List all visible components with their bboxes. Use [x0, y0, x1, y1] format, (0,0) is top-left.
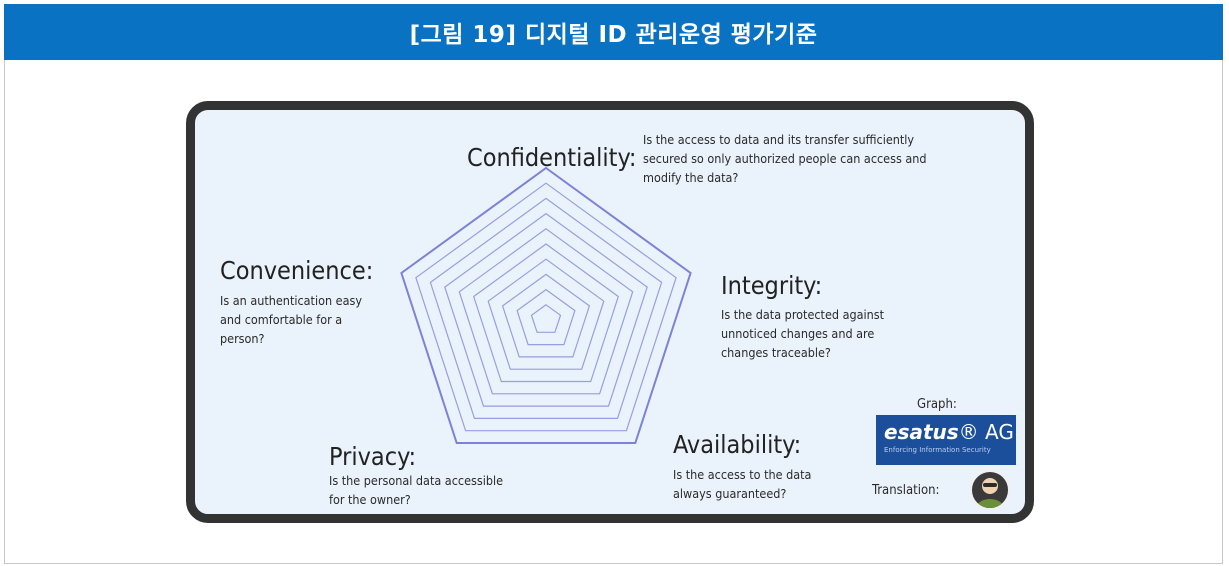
convenience-line-3: person? [220, 331, 265, 346]
integrity-description: Is the data protected against unnoticed … [721, 305, 941, 362]
convenience-heading: Convenience: [220, 256, 374, 285]
confidentiality-description: Is the access to data and its transfer s… [643, 130, 1023, 187]
integrity-line-1: Is the data protected against [721, 307, 885, 322]
privacy-heading: Privacy: [329, 442, 417, 471]
privacy-description: Is the personal data accessible for the … [329, 471, 569, 509]
radar-ring [516, 288, 576, 346]
integrity-line-2: unnoticed changes and are [721, 326, 875, 341]
esatus-logo: esatus® AG Enforcing Information Securit… [876, 415, 1016, 465]
availability-description: Is the access to the data always guarant… [673, 465, 873, 503]
confidentiality-heading: Confidentiality: [467, 143, 637, 172]
convenience-line-2: and comfortable for a [220, 312, 343, 327]
confidentiality-line-1: Is the access to data and its transfer s… [643, 132, 915, 147]
figure-caption-bar: [그림 19] 디지털 ID 관리운영 평가기준 [4, 4, 1223, 60]
person-icon [976, 478, 1004, 508]
convenience-line-1: Is an authentication easy [220, 293, 362, 308]
translator-avatar [970, 470, 1010, 510]
evaluation-criteria-diagram: Confidentiality: Is the access to data a… [186, 101, 1034, 523]
convenience-description: Is an authentication easy and comfortabl… [220, 291, 410, 348]
figure-caption: [그림 19] 디지털 ID 관리운영 평가기준 [409, 22, 818, 48]
radar-ring [415, 182, 677, 432]
logo-tagline: Enforcing Information Security [884, 446, 991, 454]
radar-ring [487, 258, 605, 370]
radar-ring [458, 228, 634, 395]
radar-ring [472, 243, 620, 383]
confidentiality-line-2: secured so only authorized people can ac… [643, 151, 927, 166]
radar-ring [530, 304, 562, 333]
integrity-line-3: changes traceable? [721, 345, 831, 360]
logo-name: esatus [884, 420, 959, 444]
privacy-line-1: Is the personal data accessible [329, 473, 504, 488]
integrity-heading: Integrity: [721, 271, 823, 300]
radar-ring [429, 197, 663, 419]
availability-line-1: Is the access to the data [673, 467, 812, 482]
privacy-line-2: for the owner? [329, 492, 411, 507]
translation-credit-label: Translation: [872, 483, 940, 498]
availability-line-2: always guaranteed? [673, 486, 787, 501]
radar-ring [501, 273, 591, 358]
radar-ring [444, 212, 648, 407]
graph-credit-label: Graph: [917, 397, 957, 412]
availability-heading: Availability: [673, 430, 802, 459]
radar-pentagon-grid [400, 166, 692, 444]
radar-ring [400, 166, 692, 444]
confidentiality-line-3: modify the data? [643, 170, 739, 185]
logo-suffix: AG [985, 420, 1014, 444]
